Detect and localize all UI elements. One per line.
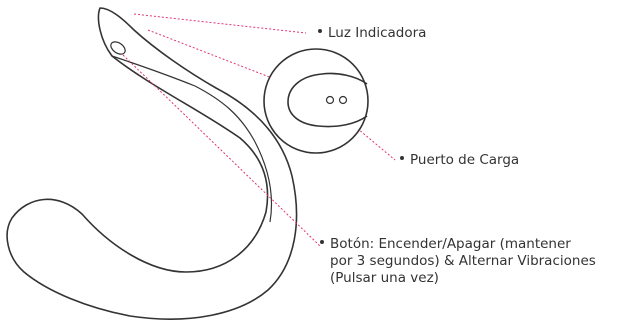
charging-port-pin-1 xyxy=(325,95,335,105)
label-button-line1: Botón: Encender/Apagar (mantener xyxy=(330,236,571,252)
callout-charging-port: Puerto de Carga xyxy=(400,152,519,169)
leader-line-indicator xyxy=(133,13,307,34)
device-inner-contour xyxy=(111,55,273,223)
callout-indicator-light: Luz Indicadora xyxy=(318,25,426,42)
detail-inset-circle xyxy=(263,48,369,154)
label-indicator-light: Luz Indicadora xyxy=(328,25,427,41)
charging-port-pin-2 xyxy=(338,95,348,105)
leader-line-port xyxy=(344,117,396,161)
callout-button: Botón: Encender/Apagar (mantener por 3 s… xyxy=(320,236,596,287)
leader-line-button xyxy=(122,54,321,247)
leader-line-indicator-to-inset xyxy=(147,29,273,79)
bullet-icon xyxy=(320,240,324,244)
bullet-icon xyxy=(400,156,404,160)
label-button-line2: por 3 segundos) & Alternar Vibraciones xyxy=(330,253,596,269)
bullet-icon xyxy=(318,29,322,33)
label-charging-port: Puerto de Carga xyxy=(410,152,520,168)
button-oval xyxy=(110,41,126,55)
label-button-line3: (Pulsar una vez) xyxy=(330,270,439,286)
device-body-outline xyxy=(6,7,298,320)
inset-device-end-outline xyxy=(287,72,368,128)
